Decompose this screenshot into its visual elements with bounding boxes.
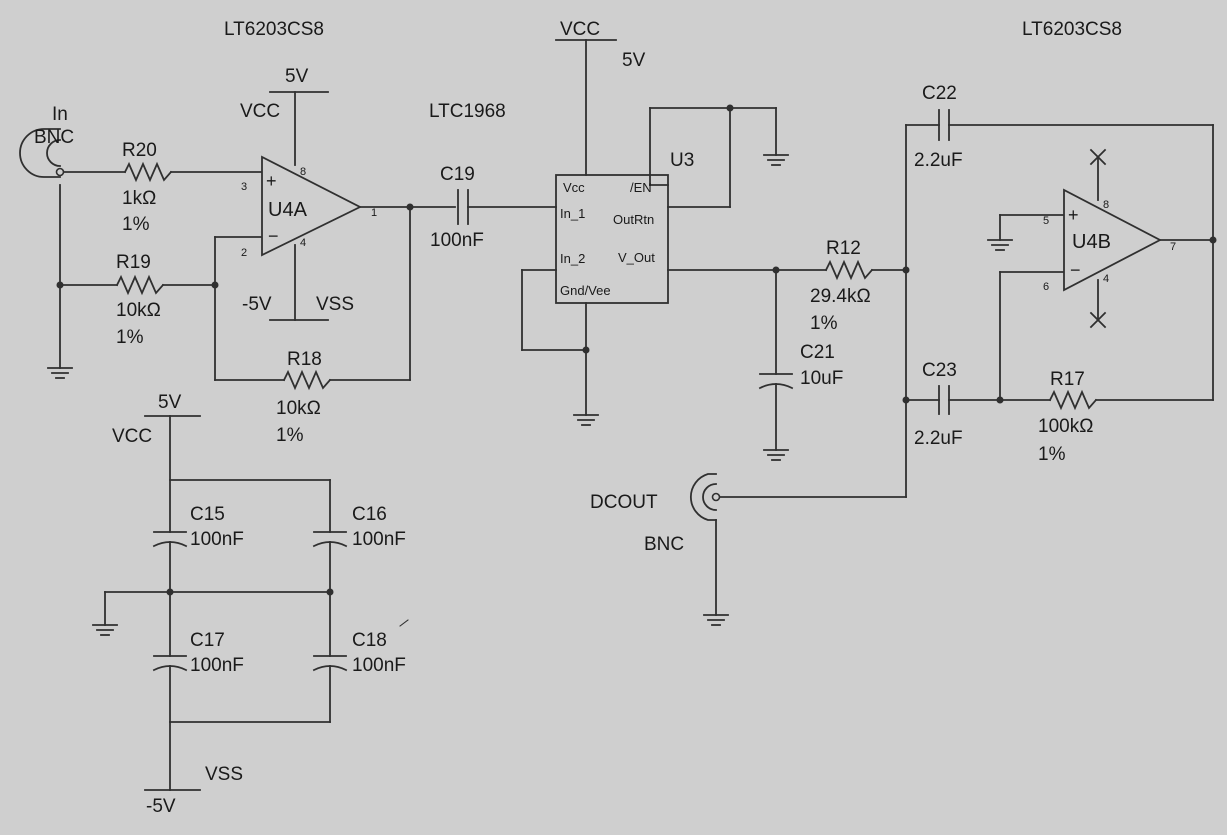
c23-value: 2.2uF: [914, 428, 963, 449]
c15-ref: C15: [190, 504, 225, 525]
u4a-pin-out: 1: [371, 207, 377, 219]
u3-vcc-label: VCC: [560, 19, 600, 40]
c22-value: 2.2uF: [914, 150, 963, 171]
u4a-minus-sign: −: [268, 226, 279, 246]
decap-vss-label: VSS: [205, 764, 243, 785]
r18-ref: R18: [287, 349, 322, 370]
u4a-pin-plus: 3: [241, 181, 247, 193]
u3-pin-gnd: Gnd/Vee: [560, 283, 611, 298]
u4b-plus-sign: +: [1068, 205, 1079, 225]
u3-ref: U3: [670, 150, 694, 171]
c21-ref: C21: [800, 342, 835, 363]
r17-tol: 1%: [1038, 444, 1066, 465]
c18-value: 100nF: [352, 655, 406, 676]
r12-value: 29.4kΩ: [810, 286, 871, 307]
c16-value: 100nF: [352, 529, 406, 550]
decap-neg-rail: -5V: [146, 796, 176, 817]
c15-value: 100nF: [190, 529, 244, 550]
r17-ref: R17: [1050, 369, 1085, 390]
u4b-pin-out: 7: [1170, 241, 1176, 253]
c17-ref: C17: [190, 630, 225, 651]
r12-tol: 1%: [810, 313, 838, 334]
c21-value: 10uF: [800, 368, 843, 389]
u4a-part: LT6203CS8: [224, 19, 324, 40]
c19-ref: C19: [440, 164, 475, 185]
u4a-plus-sign: +: [266, 171, 277, 191]
c23-ref: C23: [922, 360, 957, 381]
r18-value: 10kΩ: [276, 398, 321, 419]
u4b-minus-sign: −: [1070, 260, 1081, 280]
u4b-symbol: [1063, 188, 1162, 292]
r17-value: 100kΩ: [1038, 416, 1093, 437]
r18-tol: 1%: [276, 425, 304, 446]
output-name: DCOUT: [590, 492, 658, 513]
u4a-ref: U4A: [268, 199, 308, 221]
r20-tol: 1%: [122, 214, 150, 235]
r20-value: 1kΩ: [122, 188, 156, 209]
wires: [19, 39, 1214, 791]
decap-vcc-label: VCC: [112, 426, 152, 447]
input-type: BNC: [34, 127, 74, 148]
u4a-vss-label: VSS: [316, 294, 354, 315]
r12-ref: R12: [826, 238, 861, 259]
u4b-part: LT6203CS8: [1022, 19, 1122, 40]
u4b-pin-vee: 4: [1103, 273, 1109, 285]
u4a-symbol: [261, 155, 363, 257]
u4a-neg-rail: -5V: [242, 294, 272, 315]
output-type: BNC: [644, 534, 684, 555]
u3-pin-vcc: Vcc: [563, 180, 585, 195]
c18-ref: C18: [352, 630, 387, 651]
u4a-pin-vee: 4: [300, 237, 306, 249]
c16-ref: C16: [352, 504, 387, 525]
u3-pin-vout: V_Out: [618, 250, 655, 265]
u4b-pin-vcc: 8: [1103, 199, 1109, 211]
u4a-pin-vcc: 8: [300, 166, 306, 178]
u3-pos-rail: 5V: [622, 50, 646, 71]
input-name: In: [52, 104, 68, 125]
u3-pin-en: /EN: [630, 180, 652, 195]
c17-value: 100nF: [190, 655, 244, 676]
u3-pin-in1: In_1: [560, 206, 585, 221]
u4b-ref: U4B: [1072, 231, 1111, 253]
r19-tol: 1%: [116, 327, 144, 348]
c22-ref: C22: [922, 83, 957, 104]
r19-ref: R19: [116, 252, 151, 273]
c19-value: 100nF: [430, 230, 484, 251]
decap-pos-rail: 5V: [158, 392, 182, 413]
junctions: [55, 104, 1217, 596]
u4a-pin-minus: 2: [241, 247, 247, 259]
u3-pin-in2: In_2: [560, 251, 585, 266]
u4a-vcc-label: VCC: [240, 101, 280, 122]
u3-part: LTC1968: [429, 101, 506, 122]
u3-pin-outrtn: OutRtn: [613, 212, 654, 227]
u4b-pin-plus: 5: [1043, 215, 1049, 227]
u4b-pin-minus: 6: [1043, 281, 1049, 293]
u4a-pos-rail: 5V: [285, 66, 309, 87]
r19-value: 10kΩ: [116, 300, 161, 321]
r20-ref: R20: [122, 140, 157, 161]
